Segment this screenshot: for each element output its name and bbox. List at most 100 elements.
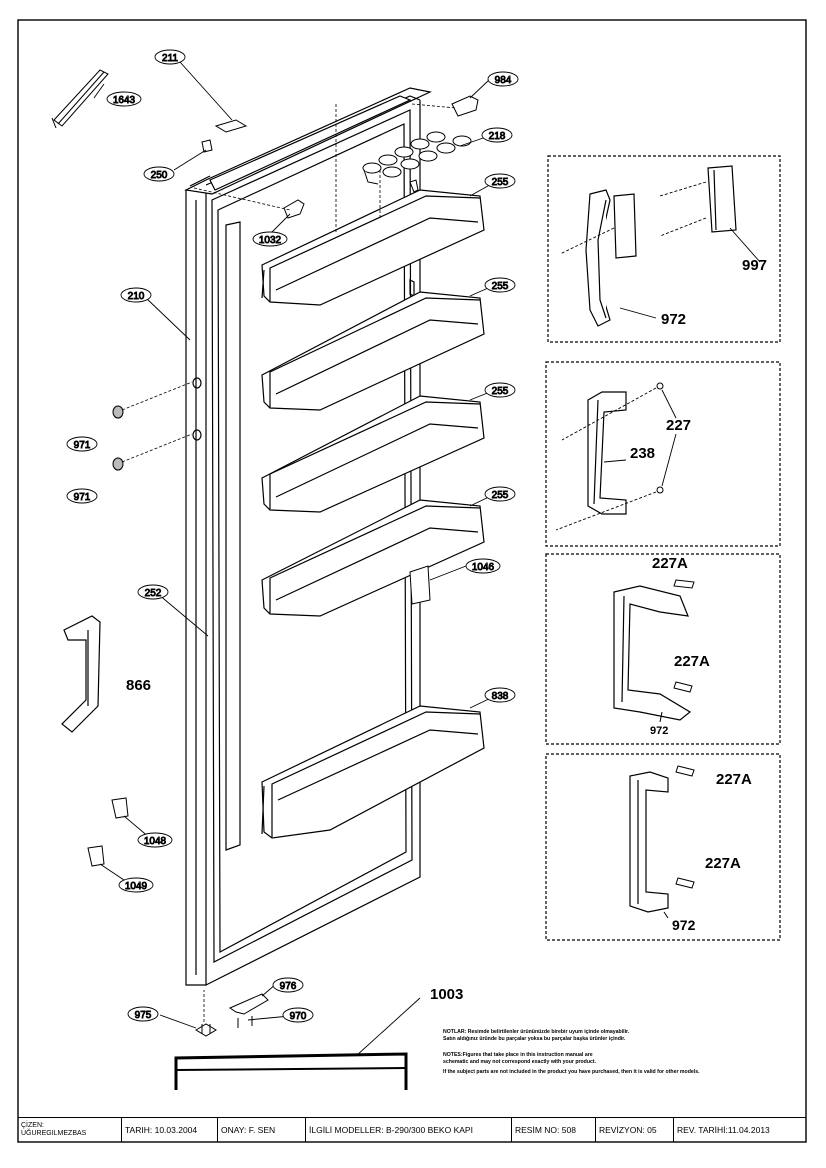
screws-970 — [237, 1015, 291, 1028]
svg-text:1048: 1048 — [144, 836, 167, 847]
svg-text:975: 975 — [135, 1010, 152, 1021]
callout-250: 250 — [143, 166, 175, 182]
label-227A: 227A — [674, 653, 710, 670]
door-shelf — [261, 499, 485, 617]
svg-text:1049: 1049 — [125, 881, 148, 892]
label-972: 972 — [661, 311, 686, 328]
door-shelf — [261, 395, 485, 513]
notes-en-2: schematic and may not correspond exactly… — [443, 1059, 597, 1065]
part-984 — [451, 95, 479, 117]
leader-lines — [93, 61, 496, 1057]
related-models-cell: İLGİLİ MODELLER: B-290/300 BEKO KAPI — [306, 1117, 512, 1142]
svg-text:255: 255 — [492, 281, 509, 292]
svg-text:971: 971 — [74, 492, 91, 503]
label-227: 227 — [666, 417, 691, 434]
title-block — [18, 1117, 806, 1143]
label-866: 866 — [126, 677, 151, 694]
svg-text:250: 250 — [151, 170, 168, 181]
callout-1048: 1048 — [137, 832, 173, 848]
callout-975: 975 — [127, 1006, 159, 1022]
callout-255: 255 — [484, 382, 516, 398]
notes-tr-1: NOTLAR: Resimde belirtilenler ürününüzde… — [443, 1029, 630, 1035]
callout-210: 210 — [120, 287, 152, 303]
callout-838: 838 — [484, 687, 516, 703]
dashed-assembly-lines — [121, 103, 457, 1022]
callout-976: 976 — [272, 977, 304, 993]
drawn-by-cell: ÇİZEN: UĞUREGILMEZBAS — [18, 1117, 122, 1142]
handle-238 — [587, 391, 627, 515]
hinge-975 — [195, 1023, 217, 1037]
handle-866 — [61, 615, 101, 733]
callout-218: 218 — [481, 127, 513, 143]
part-1046 — [409, 565, 431, 605]
detail-box-997 — [547, 155, 781, 343]
svg-text:210: 210 — [128, 291, 145, 302]
svg-text:255: 255 — [492, 177, 509, 188]
callout-971: 971 — [66, 488, 98, 504]
svg-text:1046: 1046 — [472, 562, 495, 573]
egg-tray — [362, 131, 472, 193]
svg-text:255: 255 — [492, 490, 509, 501]
label-227A: 227A — [716, 771, 752, 788]
callout-1046: 1046 — [465, 558, 501, 574]
bottle-shelf — [261, 705, 485, 839]
callout-970: 970 — [282, 1007, 314, 1023]
callout-971: 971 — [66, 436, 98, 452]
revision-cell: REVİZYON: 05 — [596, 1117, 674, 1142]
detail-box-227A-b — [545, 753, 781, 941]
callout-1032: 1032 — [252, 231, 288, 247]
svg-text:218: 218 — [489, 131, 506, 142]
callout-252: 252 — [137, 584, 169, 600]
svg-text:1032: 1032 — [259, 235, 282, 246]
handle-972-b — [613, 585, 692, 721]
notes-en-1: NOTES:Figures that take place in this in… — [443, 1052, 593, 1058]
label-227A: 227A — [652, 555, 688, 572]
drawing-frame — [17, 19, 807, 1143]
part-1049 — [87, 845, 105, 867]
revision-date-cell: REV. TARİHİ:11.04.2013 — [677, 1124, 770, 1135]
label-238: 238 — [630, 445, 655, 462]
label-1003: 1003 — [430, 986, 463, 1003]
callout-255: 255 — [484, 486, 516, 502]
plug-971 — [112, 457, 124, 471]
svg-text:255: 255 — [492, 386, 509, 397]
svg-text:971: 971 — [74, 440, 91, 451]
door-shelf — [261, 189, 485, 306]
door-shelf — [261, 291, 485, 411]
callout-1643: 1643 — [106, 91, 142, 107]
notes-en-3: If the subject parts are not included in… — [443, 1069, 700, 1075]
label-972: 972 — [672, 917, 696, 933]
detail-box-227A-a — [545, 553, 781, 745]
callout-255: 255 — [484, 277, 516, 293]
drawing-number-cell: RESİM NO: 508 — [512, 1117, 596, 1142]
svg-text:984: 984 — [495, 75, 512, 86]
part-1643 — [51, 69, 109, 129]
svg-text:211: 211 — [162, 53, 178, 64]
svg-text:976: 976 — [280, 981, 297, 992]
date-cell: TARIH: 10.03.2004 — [122, 1117, 218, 1142]
handle-972-cover — [585, 165, 737, 327]
svg-text:838: 838 — [492, 691, 509, 702]
svg-text:970: 970 — [290, 1011, 307, 1022]
door-assembly — [184, 87, 432, 986]
callout-211: 211 — [154, 49, 186, 65]
handle-972-c — [629, 771, 669, 913]
part-211 — [214, 119, 248, 133]
plug-971 — [112, 405, 124, 419]
svg-text:252: 252 — [145, 588, 162, 599]
part-250 — [201, 139, 213, 153]
callout-255: 255 — [484, 173, 516, 189]
label-997: 997 — [742, 257, 767, 274]
drawn-by-name: UĞUREGILMEZBAS — [21, 1129, 87, 1137]
svg-text:1643: 1643 — [113, 95, 136, 106]
callout-1049: 1049 — [118, 877, 154, 893]
gasket-1003 — [174, 1052, 408, 1090]
hinge-976 — [228, 993, 269, 1015]
label-227A: 227A — [705, 855, 741, 872]
approved-cell: ONAY: F. SEN — [218, 1117, 306, 1142]
part-1048 — [111, 797, 129, 819]
notes-tr-2: Satın aldığınız üründe bu parçalar yoksa… — [443, 1036, 626, 1042]
callout-984: 984 — [487, 71, 519, 87]
detail-box-238 — [545, 361, 781, 547]
